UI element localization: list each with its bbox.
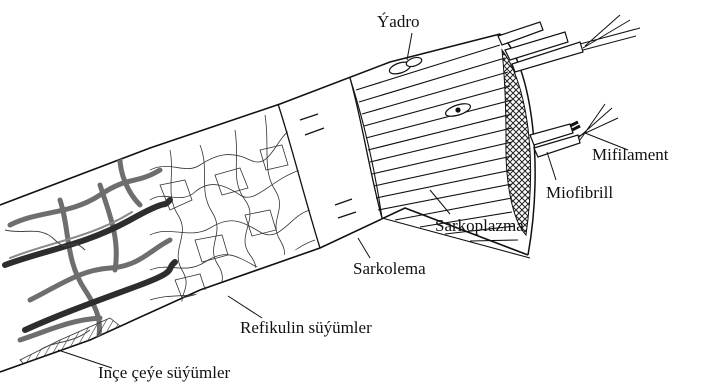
- label-myofilament: Mifilament: [592, 146, 668, 163]
- nuclei: [388, 56, 472, 119]
- label-myofibril: Miofibrill: [546, 184, 613, 201]
- label-thin-fibers: Inçe çeýe süýümler: [98, 364, 230, 381]
- label-reticular-fibers: Refikulin süýümler: [240, 319, 372, 336]
- myofilaments: [570, 15, 640, 140]
- label-nucleus: Ýadro: [377, 13, 419, 30]
- label-sarcolemma: Sarkolema: [353, 260, 426, 277]
- elastic-fibers: [5, 230, 125, 375]
- sarcolemma-band: [278, 78, 382, 248]
- label-sarcoplasm: Sarkoplazma: [435, 217, 524, 234]
